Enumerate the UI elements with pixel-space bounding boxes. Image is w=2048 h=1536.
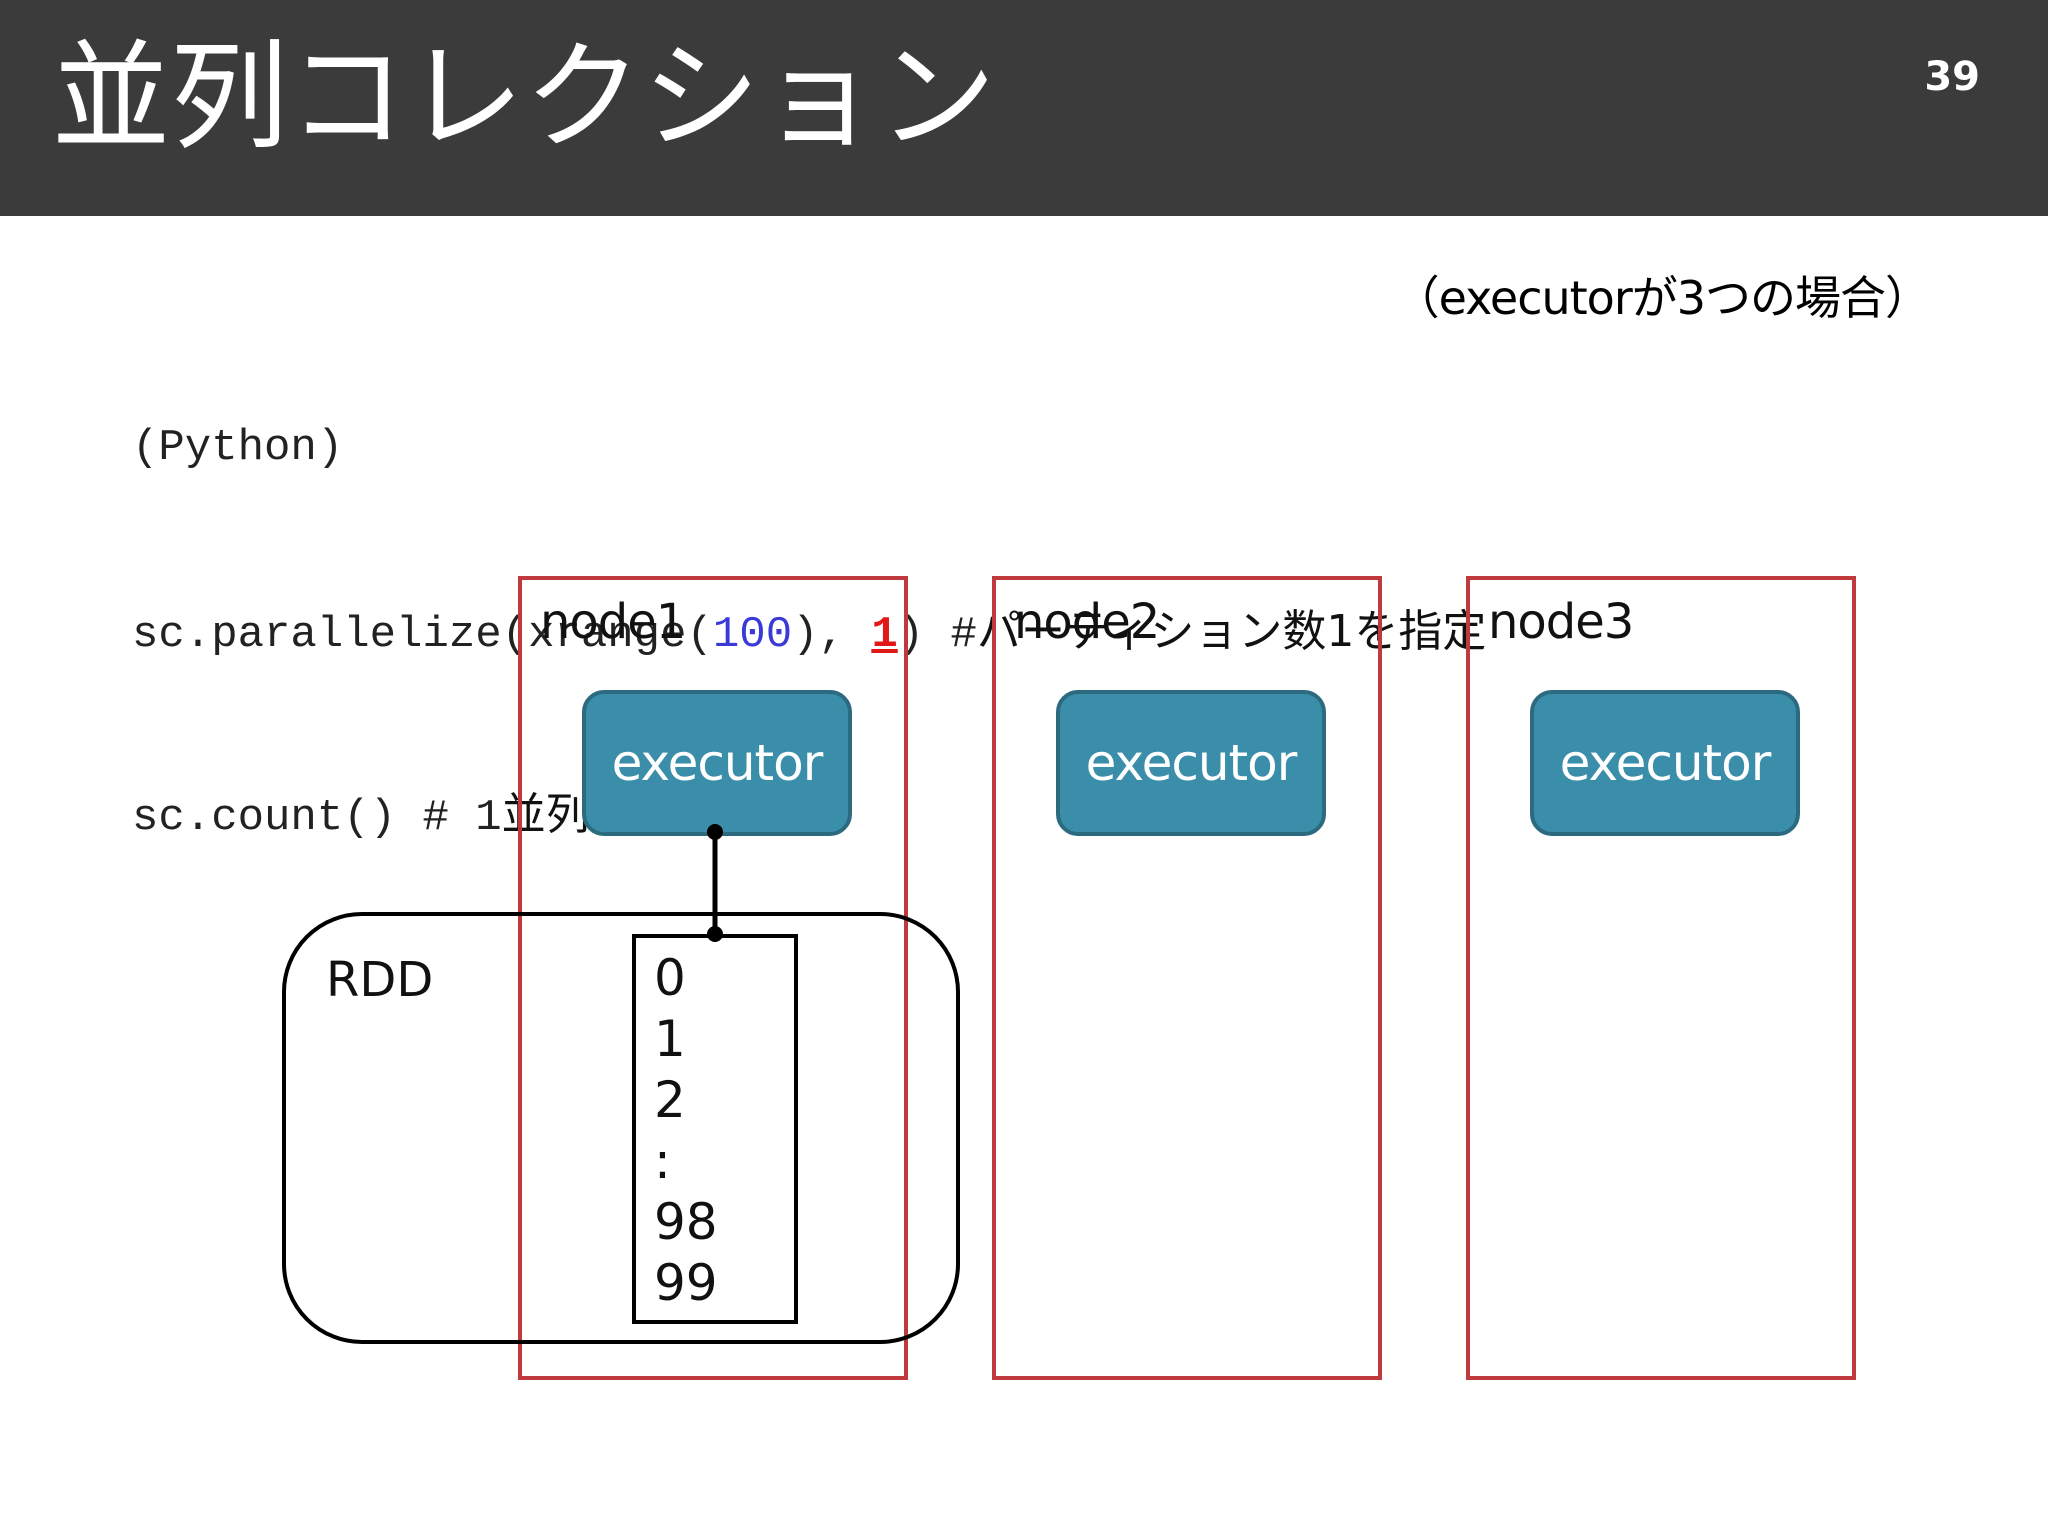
partition-values: 0 1 2 : 98 99 [654,948,718,1314]
executor-box: executor [1530,690,1800,836]
partition-value: 99 [654,1254,718,1312]
code-line-2: sc.parallelize(xrange(100), 1) #パーティション数… [132,601,1486,662]
code-text: ) # [897,610,977,660]
partition-value: 98 [654,1193,718,1251]
code-number: 100 [712,610,793,660]
executor-count-note: （executorが3つの場合） [1393,271,1931,325]
partition-value: 1 [654,1010,686,1068]
page-number: 39 [1924,54,1980,100]
executor-box: executor [582,690,852,836]
code-text: (Python) [132,423,344,473]
node-label: node1 [540,594,686,650]
rdd-container: RDD [282,912,960,1344]
partition-value: : [654,1132,671,1190]
partition-value: 0 [654,949,686,1007]
rdd-label: RDD [326,952,434,1008]
code-line-1: (Python) [132,418,1486,479]
node-label: node2 [1014,594,1160,650]
code-text: ), [792,610,872,660]
executor-box: executor [1056,690,1326,836]
node-box-2: node2 executor [992,576,1382,1380]
code-text: sc.parallelize(xrange( [132,610,713,660]
slide-title: 並列コレクション [52,28,997,166]
code-text: sc.count() # 1 [132,793,502,843]
node-box-3: node3 executor [1466,576,1856,1380]
partition-value: 2 [654,1071,686,1129]
partition-count-highlight: 1 [871,610,898,660]
partition-box: 0 1 2 : 98 99 [632,934,798,1324]
code-comment: パーティション数1を指定 [976,606,1487,657]
slide-header: 並列コレクション 39 [0,0,2048,216]
node-label: node3 [1488,594,1634,650]
